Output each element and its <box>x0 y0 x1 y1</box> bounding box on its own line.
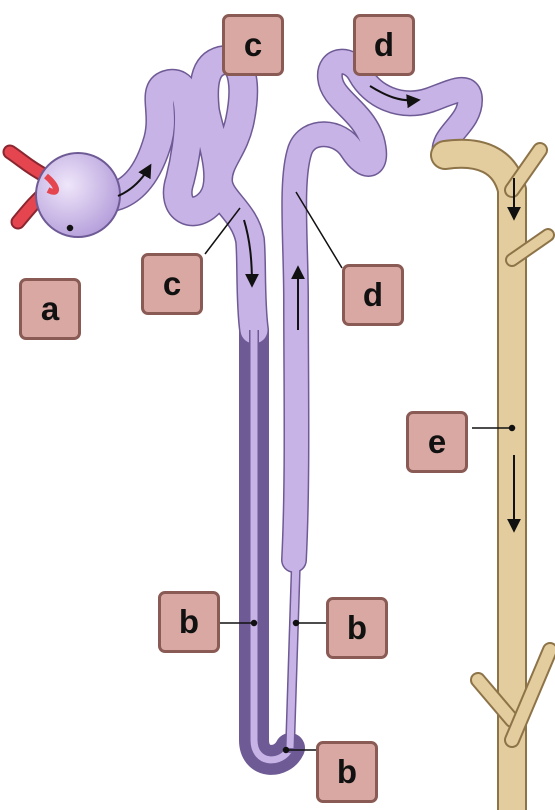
label-b-loop-bottom: b <box>316 741 378 803</box>
label-c-proximal-side: c <box>141 253 203 315</box>
proximal-tubule-path <box>105 60 290 760</box>
bowmans-capsule <box>36 153 120 237</box>
label-d-distal-side: d <box>342 264 404 326</box>
collecting-duct <box>445 150 550 810</box>
label-e-collecting-duct: e <box>406 411 468 473</box>
label-a-glomerulus: a <box>19 278 81 340</box>
label-d-distal-top: d <box>353 14 415 76</box>
label-c-proximal-top: c <box>222 14 284 76</box>
label-b-descending-limb: b <box>158 591 220 653</box>
label-b-ascending-limb: b <box>326 597 388 659</box>
